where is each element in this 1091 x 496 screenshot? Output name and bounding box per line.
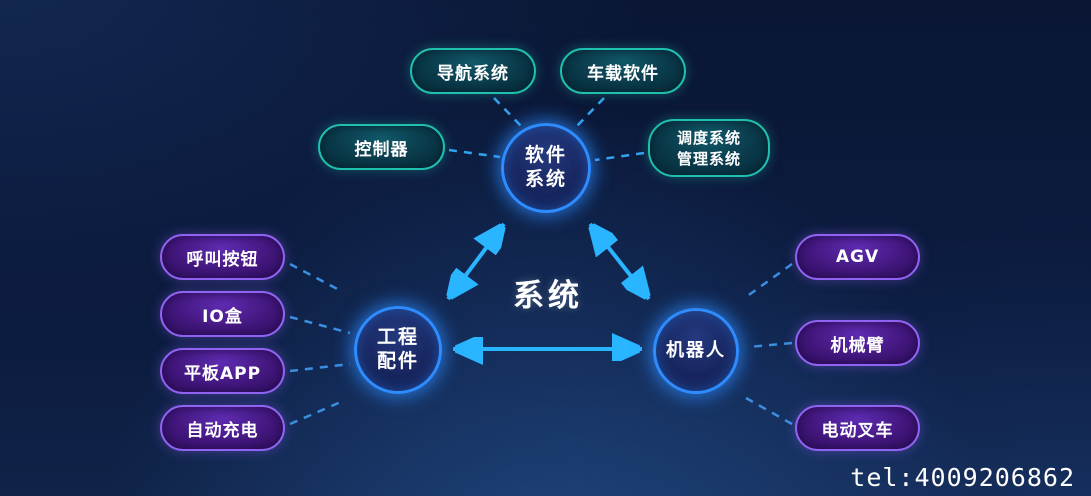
- dashed-connector-electric-forklift: [745, 396, 793, 426]
- dashed-connector-robotic-arm: [747, 341, 793, 349]
- pill-dispatch-line2: 管理系统: [676, 150, 741, 168]
- node-software-system: 软件 系统: [501, 123, 591, 213]
- pill-controller: 控制器: [318, 124, 445, 170]
- node-engineering-parts: 工程 配件: [354, 306, 442, 394]
- node-software-line1: 软件: [524, 144, 567, 167]
- dashed-connector-agv: [745, 262, 793, 299]
- pill-navigation-system: 导航系统: [410, 48, 536, 94]
- pill-tablet-app-label: 平板APP: [183, 363, 262, 384]
- pill-auto-charge: 自动充电: [160, 405, 285, 451]
- pill-agv-label: AGV: [835, 247, 880, 267]
- dashed-connector-controller: [448, 148, 501, 159]
- pill-electric-forklift: 电动叉车: [795, 405, 920, 451]
- pill-dispatch-management: 调度系统 管理系统: [648, 119, 770, 177]
- dashed-connector-nav: [493, 97, 523, 128]
- pill-auto-charge-label: 自动充电: [186, 420, 259, 441]
- pill-io-box-label: IO盒: [202, 306, 243, 327]
- pill-vehicle-software-label: 车载软件: [587, 63, 659, 84]
- node-parts-line2: 配件: [376, 350, 419, 372]
- pill-controller-label: 控制器: [354, 139, 409, 160]
- pill-call-button-label: 呼叫按钮: [186, 249, 259, 270]
- pill-vehicle-software: 车载软件: [560, 48, 686, 94]
- node-software-line2: 系统: [524, 168, 567, 190]
- pill-agv: AGV: [795, 234, 920, 280]
- pill-robotic-arm: 机械臂: [795, 320, 920, 366]
- tel-text: tel:4009206862: [850, 463, 1075, 492]
- pill-io-box: IO盒: [160, 291, 285, 337]
- pill-electric-forklift-label: 电动叉车: [821, 420, 894, 441]
- dashed-connector-vehicle: [575, 97, 605, 128]
- dashed-connector-dispatch: [594, 151, 645, 162]
- dashed-connector-call-button: [289, 262, 344, 294]
- dashed-connector-auto-charge: [289, 399, 344, 426]
- node-robot-label: 机器人: [666, 339, 726, 361]
- node-parts-line1: 工程: [376, 326, 419, 349]
- node-robot: 机器人: [653, 308, 739, 394]
- pill-tablet-app: 平板APP: [160, 348, 285, 394]
- pill-robotic-arm-label: 机械臂: [830, 335, 885, 356]
- pill-dispatch-line1: 调度系统: [676, 129, 741, 147]
- center-title: 系统: [513, 278, 583, 314]
- dashed-connector-io-box: [289, 315, 351, 335]
- pill-call-button: 呼叫按钮: [160, 234, 285, 280]
- pill-navigation-system-label: 导航系统: [437, 63, 509, 84]
- dashed-connector-tablet-app: [289, 362, 351, 373]
